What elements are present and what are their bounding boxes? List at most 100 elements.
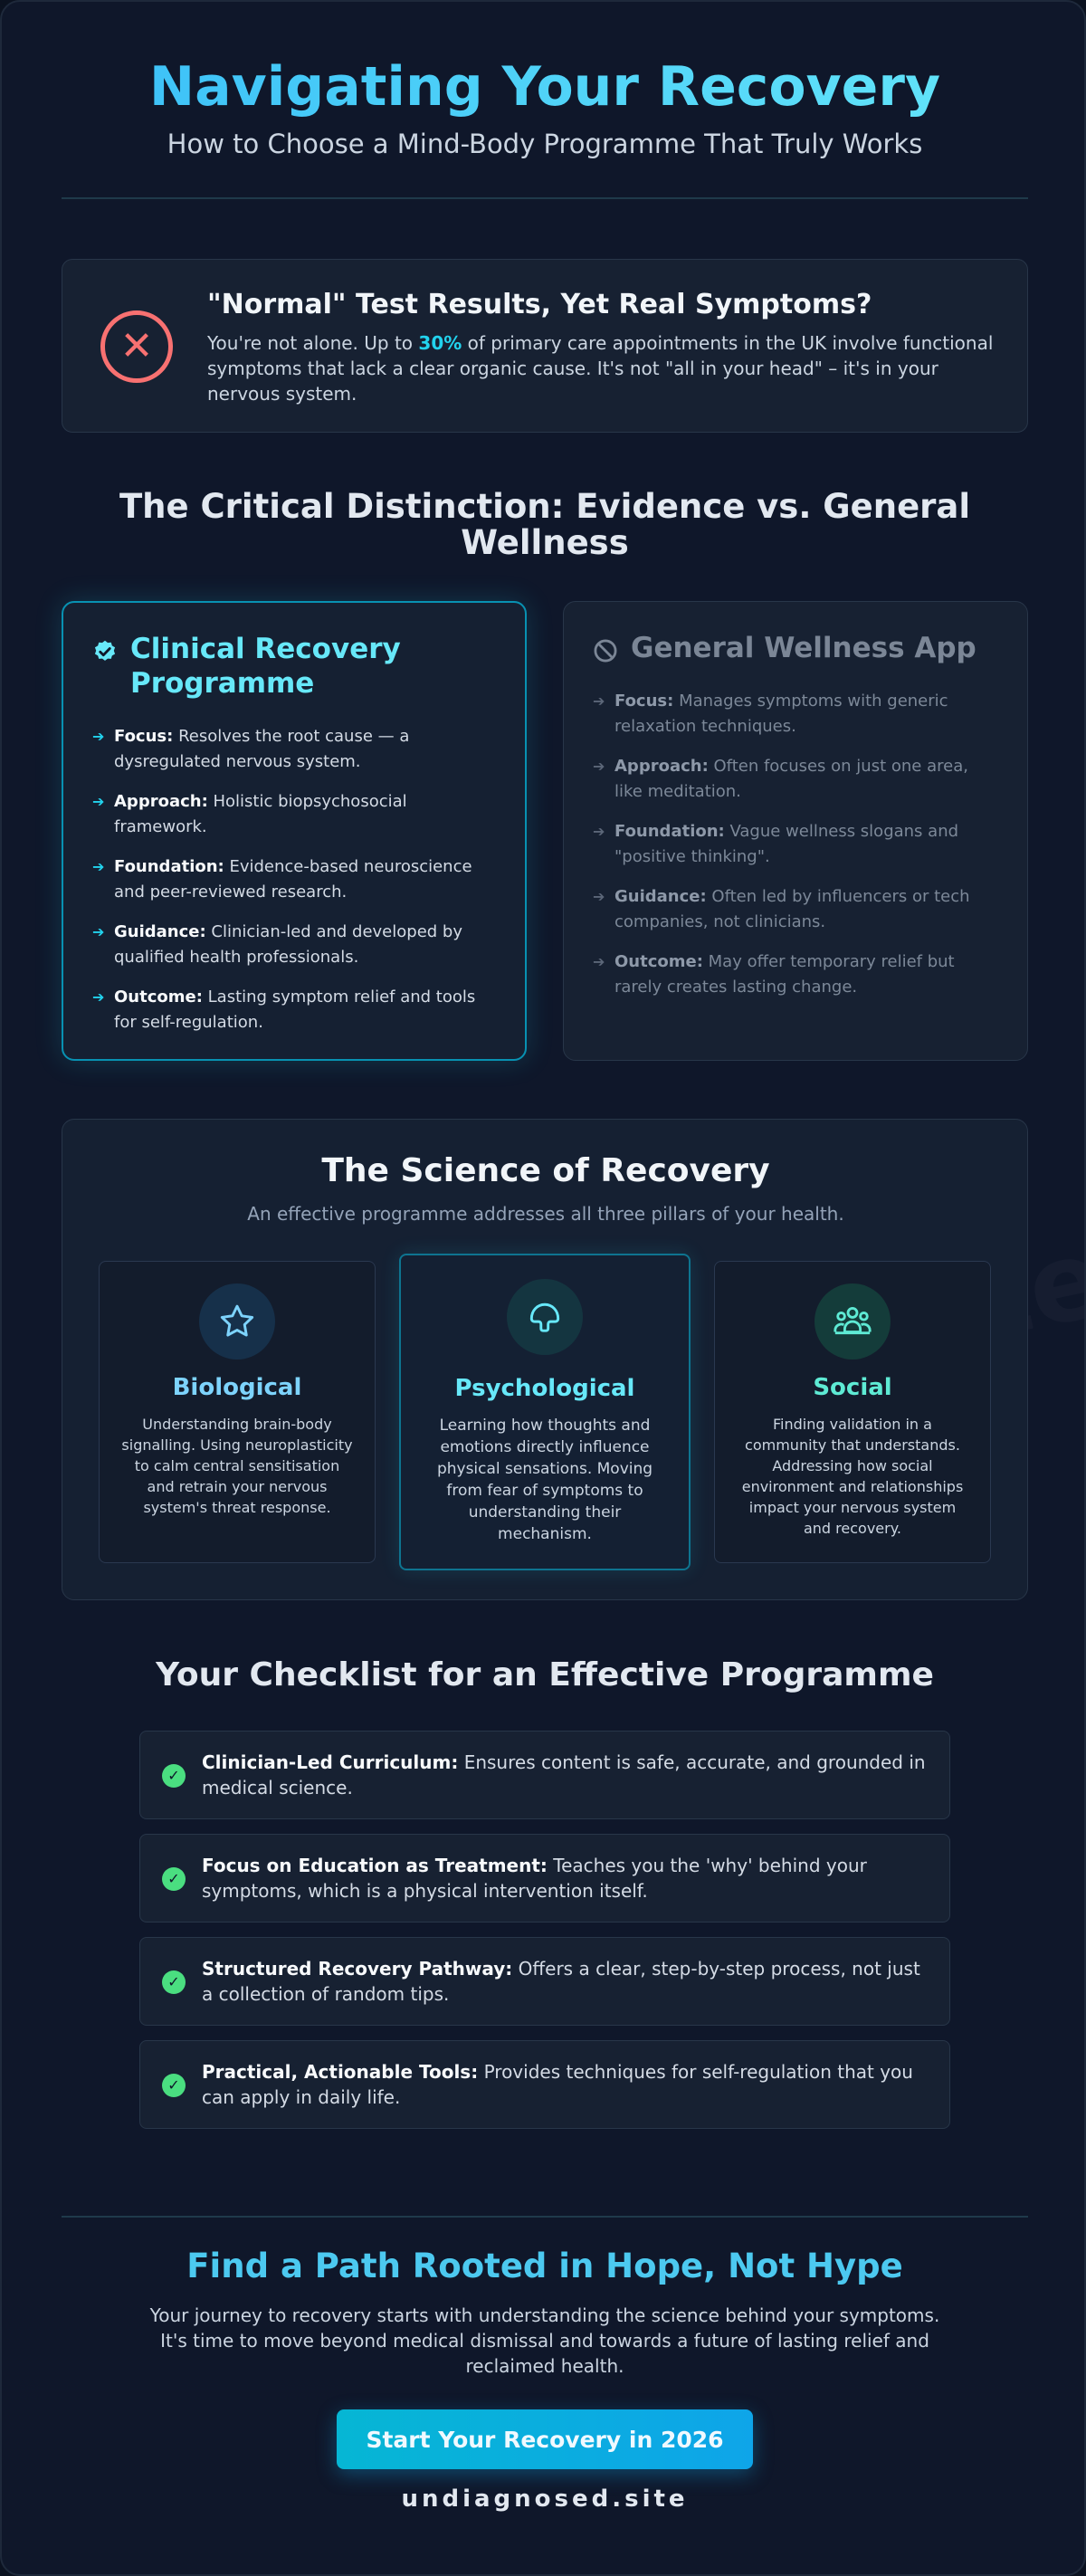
clinical-card-header: Clinical Recovery Programme [92, 632, 496, 701]
science-title: The Science of Recovery [321, 1152, 770, 1189]
alert-text-after: of primary care appointments in the UK i… [207, 332, 994, 405]
point-text: Resolves the root cause — a dysregulated… [114, 727, 410, 771]
point-text: Often focuses on just one area, like med… [614, 757, 968, 801]
cta-text: Your journey to recovery starts with und… [149, 2304, 940, 2377]
arrow-right-icon: ➔ [593, 823, 605, 840]
checklist-item: ✓ Structured Recovery Pathway: Offers a … [139, 1937, 950, 2026]
point-text: Manages symptoms with generic relaxation… [614, 692, 948, 736]
list-item: ➔ Focus: Manages symptoms with generic re… [593, 689, 998, 739]
divider [62, 2216, 1028, 2218]
pillar-text: Finding validation in a community that u… [741, 1416, 964, 1537]
check-circle-icon: ✓ [162, 1764, 186, 1788]
list-item: ➔ Focus: Resolves the root cause — a dysr… [92, 724, 496, 775]
distinction-title: The Critical Distinction: Evidence vs. G… [119, 487, 971, 562]
science-section: The Science of Recovery An effective pro… [62, 1119, 1028, 1600]
community-icon [814, 1283, 891, 1360]
clinical-programme-card: Clinical Recovery Programme ➔ Focus: Reso… [62, 601, 527, 1061]
star-icon [199, 1283, 275, 1360]
checklist-text: Practical, Actionable Tools: Provides te… [202, 2059, 933, 2110]
close-x-icon: ✕ [100, 310, 173, 383]
clinical-points-list: ➔ Focus: Resolves the root cause — a dysr… [92, 724, 496, 1035]
page-subtitle: How to Choose a Mind-Body Programme That… [167, 129, 923, 159]
checklist-item: ✓ Clinician-Led Curriculum: Ensures cont… [139, 1731, 950, 1819]
point-label: Guidance: [114, 922, 206, 941]
alert-text: You're not alone. Up to 30% of primary c… [207, 330, 1004, 406]
arrow-right-icon: ➔ [593, 758, 605, 775]
point-label: Focus: [614, 692, 674, 711]
point-label: Approach: [114, 792, 208, 811]
pillar-biological: Biological Understanding brain-body sign… [99, 1261, 376, 1563]
start-recovery-button[interactable]: Start Your Recovery in 2026 [337, 2409, 753, 2469]
checklist-label: Clinician-Led Curriculum: [202, 1751, 459, 1773]
point-text: May offer temporary relief but rarely cr… [614, 952, 955, 997]
footer-site-link[interactable]: undiagnosed.site [401, 2485, 689, 2513]
checklist-label: Practical, Actionable Tools: [202, 2061, 479, 2083]
pillar-name: Biological [172, 1374, 302, 1401]
list-item: ➔ Foundation: Vague wellness slogans and … [593, 819, 998, 870]
checklist-text: Structured Recovery Pathway: Offers a cl… [202, 1956, 933, 2007]
list-item: ➔ Guidance: Clinician-led and developed b… [92, 920, 496, 970]
point-text: Clinician-led and developed by qualified… [114, 922, 462, 967]
divider [62, 197, 1028, 199]
alert-text-before: You're not alone. Up to [207, 332, 419, 354]
pillar-text: Learning how thoughts and emotions direc… [436, 1417, 653, 1543]
ban-icon [594, 639, 617, 663]
arrow-right-icon: ➔ [593, 692, 605, 710]
verified-badge-icon [94, 640, 116, 661]
arrow-right-icon: ➔ [92, 858, 105, 875]
point-text: Often led by influencers or tech compani… [614, 887, 970, 931]
point-text: Evidence-based neuroscience and peer-rev… [114, 857, 472, 902]
check-circle-icon: ✓ [162, 1867, 186, 1891]
list-item: ➔ Foundation: Evidence-based neuroscience… [92, 854, 496, 905]
arrow-right-icon: ➔ [92, 988, 105, 1006]
wellness-app-card: General Wellness App ➔ Focus: Manages sym… [563, 601, 1028, 1061]
wellness-card-header: General Wellness App [593, 631, 998, 665]
list-item: ➔ Outcome: May offer temporary relief but… [593, 949, 998, 1000]
pillar-name: Social [813, 1374, 892, 1401]
checklist-item: ✓ Practical, Actionable Tools: Provides … [139, 2040, 950, 2129]
arrow-right-icon: ➔ [92, 793, 105, 810]
wellness-points-list: ➔ Focus: Manages symptoms with generic re… [593, 689, 998, 1000]
point-text: Lasting symptom relief and tools for sel… [114, 987, 476, 1032]
point-text: Holistic biopsychosocial framework. [114, 792, 407, 836]
clinical-card-title: Clinical Recovery Programme [130, 633, 401, 700]
list-item: ➔ Approach: Holistic biopsychosocial fram… [92, 789, 496, 840]
point-label: Focus: [114, 727, 174, 746]
page-header: Navigating Your Recovery How to Choose a… [2, 49, 1084, 159]
page-title: Navigating Your Recovery [2, 49, 1084, 125]
point-label: Outcome: [614, 952, 703, 971]
brain-icon [507, 1279, 583, 1355]
checklist-item: ✓ Focus on Education as Treatment: Teach… [139, 1834, 950, 1922]
alert-title: "Normal" Test Results, Yet Real Symptoms… [207, 289, 872, 320]
list-item: ➔ Approach: Often focuses on just one are… [593, 754, 998, 805]
pillar-name: Psychological [454, 1375, 635, 1402]
checklist-label: Focus on Education as Treatment: [202, 1855, 548, 1876]
symptoms-alert-card: ✕ "Normal" Test Results, Yet Real Sympto… [62, 259, 1028, 433]
point-text: Vague wellness slogans and "positive thi… [614, 822, 959, 866]
checklist-detail: Offers a clear, step-by-step process, no… [202, 1958, 920, 2005]
wellness-card-title: General Wellness App [631, 632, 976, 664]
alert-highlight: 30% [418, 332, 462, 354]
arrow-right-icon: ➔ [593, 953, 605, 970]
checklist-title: Your Checklist for an Effective Programm… [156, 1656, 934, 1693]
cta-title: Find a Path Rooted in Hope, Not Hype [186, 2247, 903, 2285]
pillar-social: Social Finding validation in a community… [714, 1261, 991, 1563]
science-lead: An effective programme addresses all thr… [247, 1203, 844, 1225]
list-item: ➔ Outcome: Lasting symptom relief and too… [92, 985, 496, 1035]
point-label: Approach: [614, 757, 709, 776]
checklist-detail: Ensures content is safe, accurate, and g… [202, 1751, 926, 1798]
check-circle-icon: ✓ [162, 1970, 186, 1994]
point-label: Foundation: [614, 822, 725, 841]
point-label: Guidance: [614, 887, 707, 906]
arrow-right-icon: ➔ [92, 923, 105, 940]
arrow-right-icon: ➔ [92, 728, 105, 745]
pillar-psychological: Psychological Learning how thoughts and … [399, 1254, 691, 1570]
arrow-right-icon: ➔ [593, 888, 605, 905]
checklist-detail: Provides techniques for self-regulation … [202, 2061, 913, 2108]
checklist-text: Focus on Education as Treatment: Teaches… [202, 1853, 933, 1903]
checklist-detail: Teaches you the 'why' behind your sympto… [202, 1855, 867, 1902]
point-label: Foundation: [114, 857, 224, 876]
checklist-label: Structured Recovery Pathway: [202, 1958, 513, 1980]
point-label: Outcome: [114, 987, 203, 1007]
